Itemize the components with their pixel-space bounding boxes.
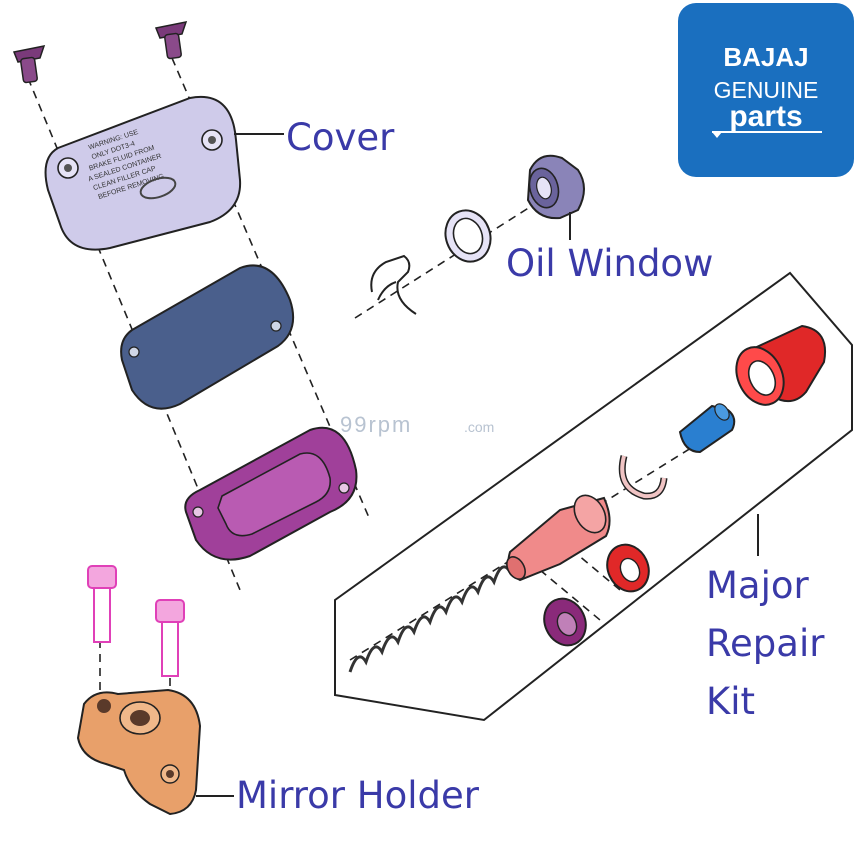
- screw-right: [154, 21, 188, 60]
- screw-left: [12, 45, 46, 84]
- boot-cup-part: [735, 324, 826, 406]
- cover-part: WARNING: USE ONLY DOT3-4 BRAKE FLUID FRO…: [44, 95, 242, 251]
- logo-line1: GENUINE: [714, 77, 819, 103]
- seal-purple-part: [543, 597, 587, 647]
- diaphragm-part: [120, 264, 294, 410]
- washer-part: [444, 209, 492, 263]
- label-mirror-holder: Mirror Holder: [236, 774, 480, 817]
- label-major: Major: [706, 564, 810, 607]
- circlip-part: [618, 455, 668, 500]
- repair-kit-outline: [334, 271, 853, 722]
- label-kit: Kit: [706, 680, 755, 723]
- oil-window-part: [526, 154, 585, 220]
- piston-part: [506, 494, 611, 582]
- seal-red-part: [606, 543, 650, 593]
- bolt-left-part: [87, 565, 117, 643]
- label-oil-window: Oil Window: [506, 242, 713, 285]
- push-rod-part: [678, 403, 736, 454]
- watermark-suffix: .com: [464, 419, 494, 435]
- watermark-main: 99rpm: [340, 412, 412, 437]
- gasket-part: [184, 426, 358, 561]
- logo-line2: parts: [729, 100, 802, 133]
- label-cover: Cover: [286, 116, 395, 159]
- label-repair: Repair: [706, 622, 825, 665]
- logo-brand: BAJAJ: [723, 42, 808, 72]
- bajaj-logo: BAJAJ GENUINE parts: [678, 3, 854, 177]
- mirror-holder-part: [76, 688, 202, 816]
- bolt-right-part: [155, 599, 185, 677]
- spring-part: [348, 555, 528, 673]
- wire-clip-part: [370, 254, 417, 315]
